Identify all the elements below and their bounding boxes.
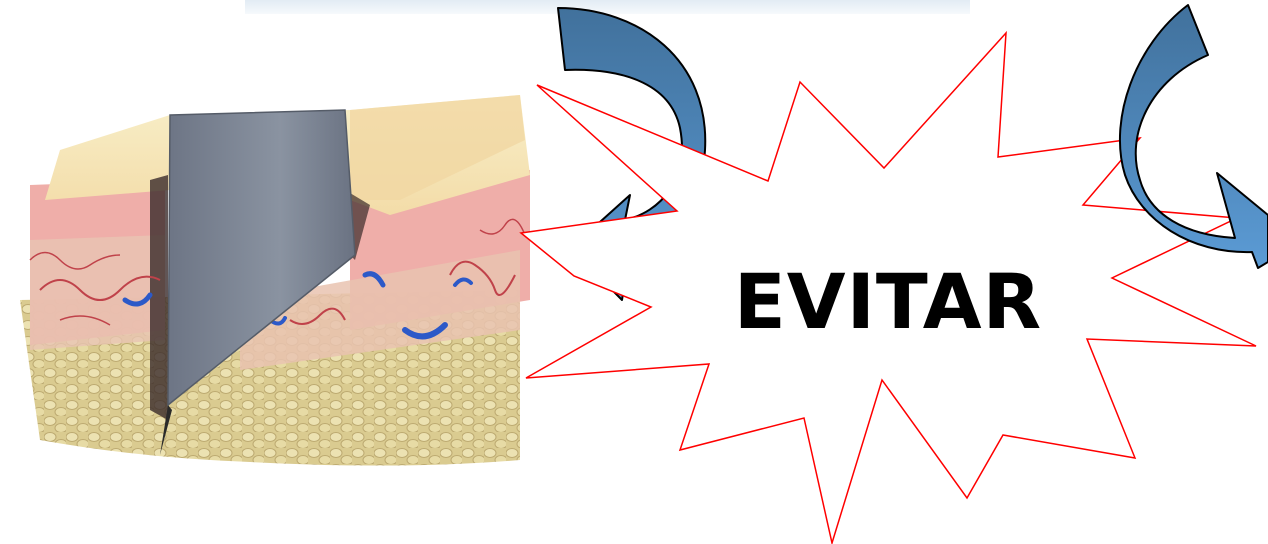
burst-label: EVITAR [728,252,1048,352]
skin-wound-illustration [20,95,530,466]
